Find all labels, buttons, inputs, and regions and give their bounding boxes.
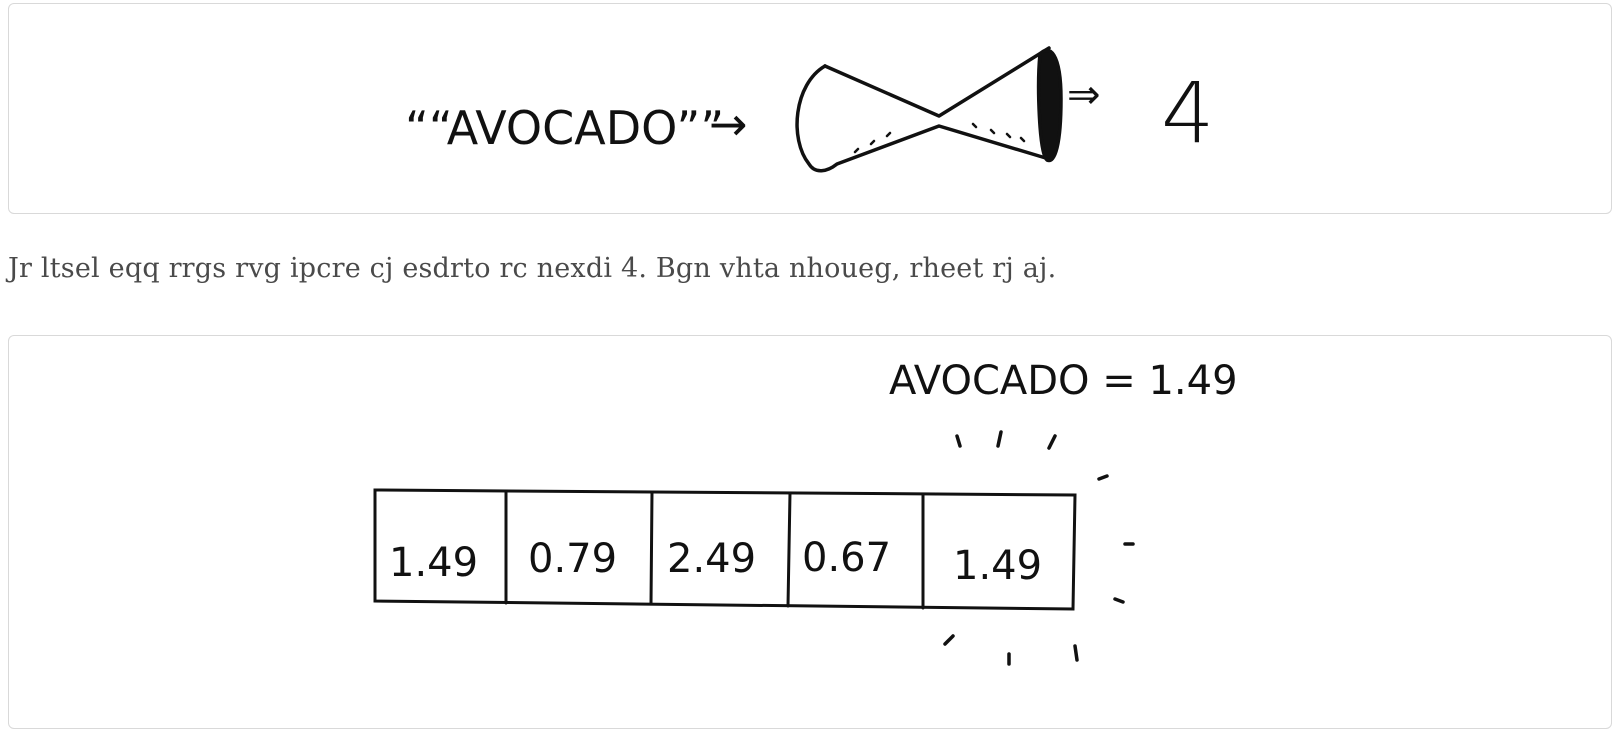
avocado-lookup-label: AVOCADO = 1.49 bbox=[889, 358, 1238, 404]
array-cell-3: 0.67 bbox=[802, 535, 891, 581]
output-arrow-icon: ⇒ bbox=[1067, 72, 1101, 118]
price-array bbox=[373, 488, 1077, 611]
hash-function-figure: ““AVOCADO”” → ⇒ 4 bbox=[8, 3, 1612, 214]
array-cell-2: 2.49 bbox=[667, 536, 756, 582]
highlight-marks-icon bbox=[943, 430, 1135, 666]
avocado-input-label: ““AVOCADO”” bbox=[405, 101, 724, 155]
array-lookup-figure: AVOCADO = 1.49 1.49 0.79 2.49 0.67 1.49 bbox=[8, 335, 1612, 729]
body-paragraph: Jr ltsel eqq rrgs rvg ipcre cj esdrto rc… bbox=[8, 253, 1057, 284]
hash-output-value: 4 bbox=[1161, 64, 1214, 162]
array-cell-1: 0.79 bbox=[528, 536, 617, 582]
hash-function-icon bbox=[795, 46, 1063, 173]
array-cell-0: 1.49 bbox=[389, 540, 478, 586]
input-arrow-icon: → bbox=[709, 97, 748, 151]
array-cell-4: 1.49 bbox=[953, 543, 1042, 589]
array-lookup-illustration: AVOCADO = 1.49 1.49 0.79 2.49 0.67 1.49 bbox=[373, 358, 1238, 666]
hash-function-illustration: ““AVOCADO”” → ⇒ 4 bbox=[405, 46, 1214, 173]
